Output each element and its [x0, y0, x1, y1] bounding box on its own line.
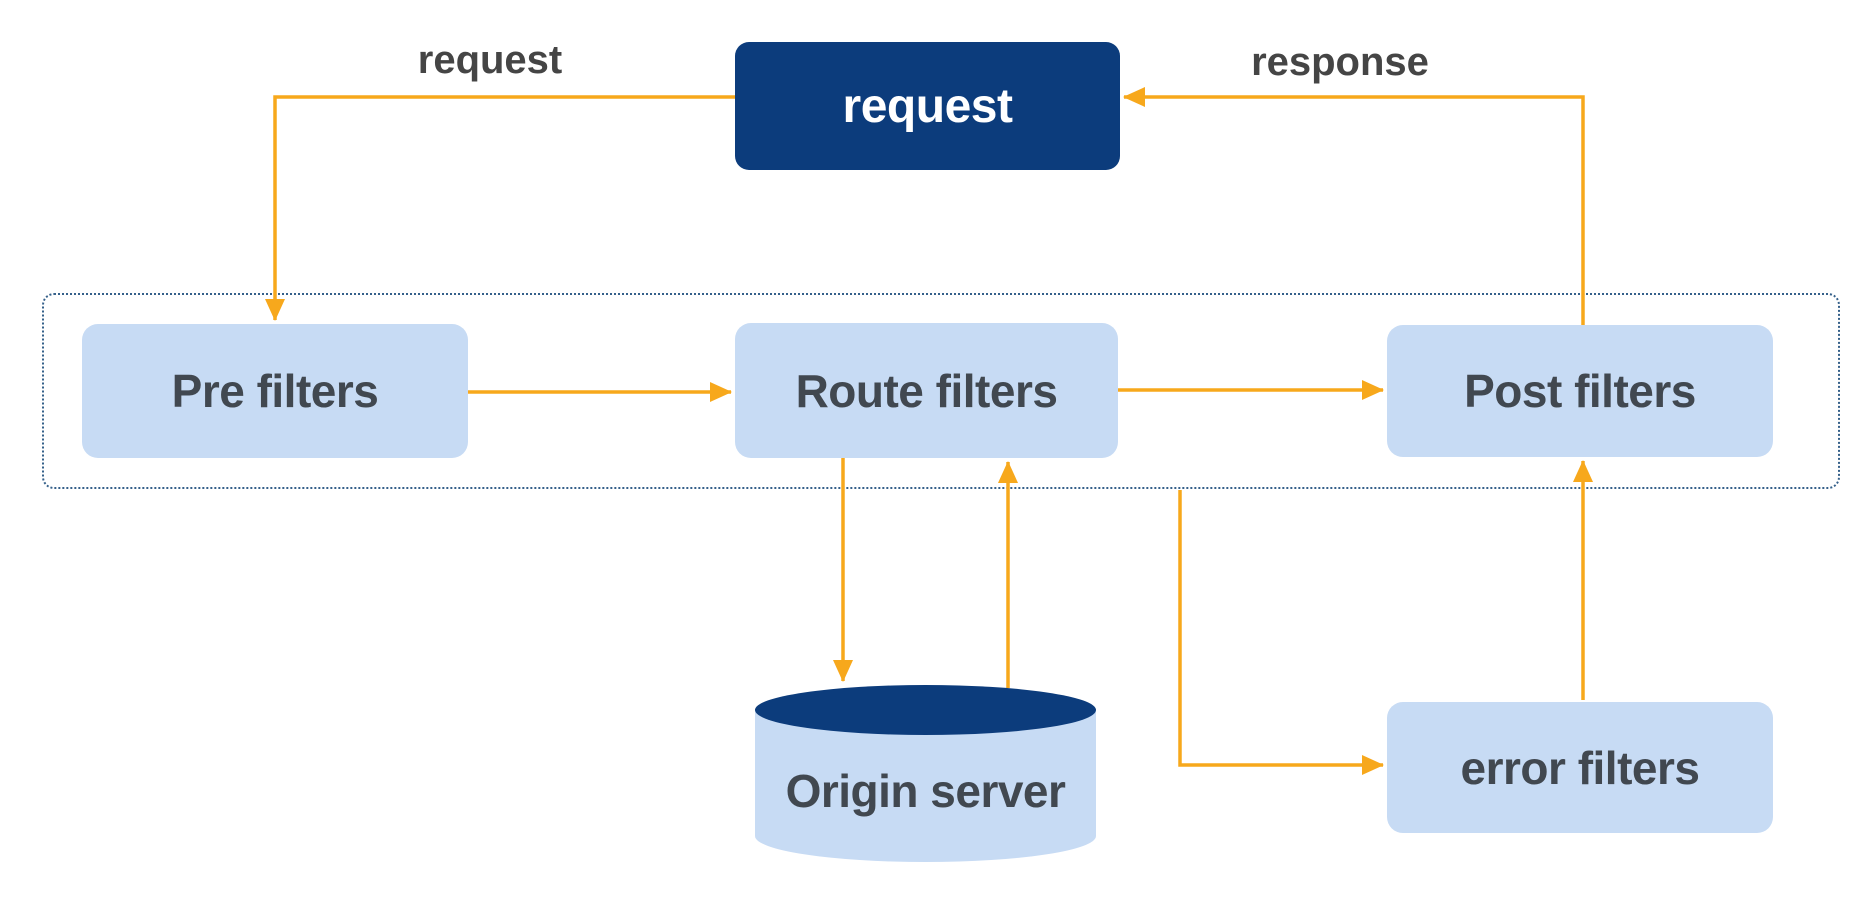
node-pre-filters-label: Pre filters [171, 365, 379, 417]
node-origin-server-label: Origin server [785, 765, 1066, 817]
node-route-filters-label: Route filters [795, 364, 1058, 417]
node-error-filters: error filters [1387, 702, 1773, 833]
node-post-filters: Post filters [1387, 325, 1773, 457]
node-post-filters-label: Post filters [1464, 365, 1696, 417]
node-error-filters-label: error filters [1460, 741, 1700, 794]
edge-container-to-error-filters [1178, 490, 1384, 775]
node-request-label: request [842, 79, 1013, 133]
cylinder-top-ellipse [755, 685, 1096, 735]
node-pre-filters: Pre filters [82, 324, 468, 458]
edge-label-response: response [1251, 40, 1429, 84]
edge-post-filters-to-request-response [1123, 87, 1585, 325]
cylinder-body [755, 710, 1096, 862]
edge-label-request: request [417, 38, 563, 82]
node-request: request [735, 42, 1120, 170]
node-route-filters: Route filters [735, 323, 1118, 458]
